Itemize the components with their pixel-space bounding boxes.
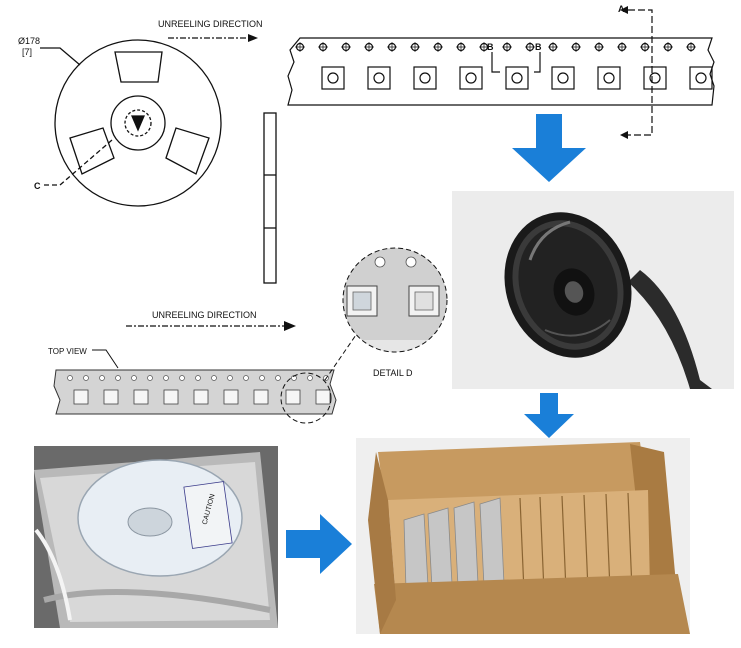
reel-side-view — [263, 112, 277, 284]
section-a-arrow-top — [620, 6, 628, 14]
reel-window-top — [114, 51, 163, 83]
top-view-tape — [53, 331, 359, 424]
section-b-right-label: B — [535, 42, 542, 52]
reel-window-left — [69, 127, 115, 175]
detail-d-label: DETAIL D — [373, 368, 413, 378]
section-b-left-marker — [491, 52, 500, 73]
sprocket-holes — [295, 42, 696, 52]
unreeling-direction-mid: UNREELING DIRECTION — [152, 310, 257, 320]
unreeling-arrow-mid — [126, 321, 296, 331]
unreeling-arrow-top — [168, 34, 258, 42]
reel-photo — [452, 191, 734, 389]
callout-c: C — [34, 181, 41, 191]
tape-pockets — [321, 66, 713, 90]
top-view-leader — [92, 349, 119, 369]
detail-d-view — [342, 247, 448, 353]
section-b-left-label: B — [487, 42, 494, 52]
c-leader — [44, 139, 113, 186]
reel-hub-key — [131, 115, 145, 132]
reel-hub-inner — [124, 109, 152, 137]
flow-arrow-down-1 — [512, 114, 586, 182]
section-a-arrow-bottom — [620, 131, 628, 139]
reel-hub-outer — [110, 95, 166, 151]
carrier-tape-drawing — [287, 9, 715, 136]
flow-arrow-right — [286, 514, 352, 574]
shipping-box-photo — [356, 438, 690, 634]
detail-d-leader — [324, 331, 359, 381]
section-a-label: A — [618, 4, 625, 14]
reel-outer-circle — [54, 39, 222, 207]
section-b-right-marker — [534, 52, 541, 73]
sprocket-crosshairs — [295, 42, 696, 52]
diameter-inch-label: [7] — [22, 47, 32, 57]
diameter-label: Ø178 — [18, 36, 40, 46]
top-view-label: TOP VIEW — [48, 347, 87, 356]
section-line-a — [628, 9, 653, 136]
unreeling-direction-top: UNREELING DIRECTION — [158, 19, 263, 29]
reel-drawing — [40, 39, 222, 207]
flow-arrow-down-2 — [524, 393, 574, 438]
reel-window-right — [165, 127, 210, 175]
detail-d-callout-circle — [280, 372, 332, 424]
moisture-barrier-bag-photo: CAUTION — [34, 446, 278, 628]
diameter-leader — [40, 47, 81, 66]
tape-outline — [287, 37, 715, 106]
